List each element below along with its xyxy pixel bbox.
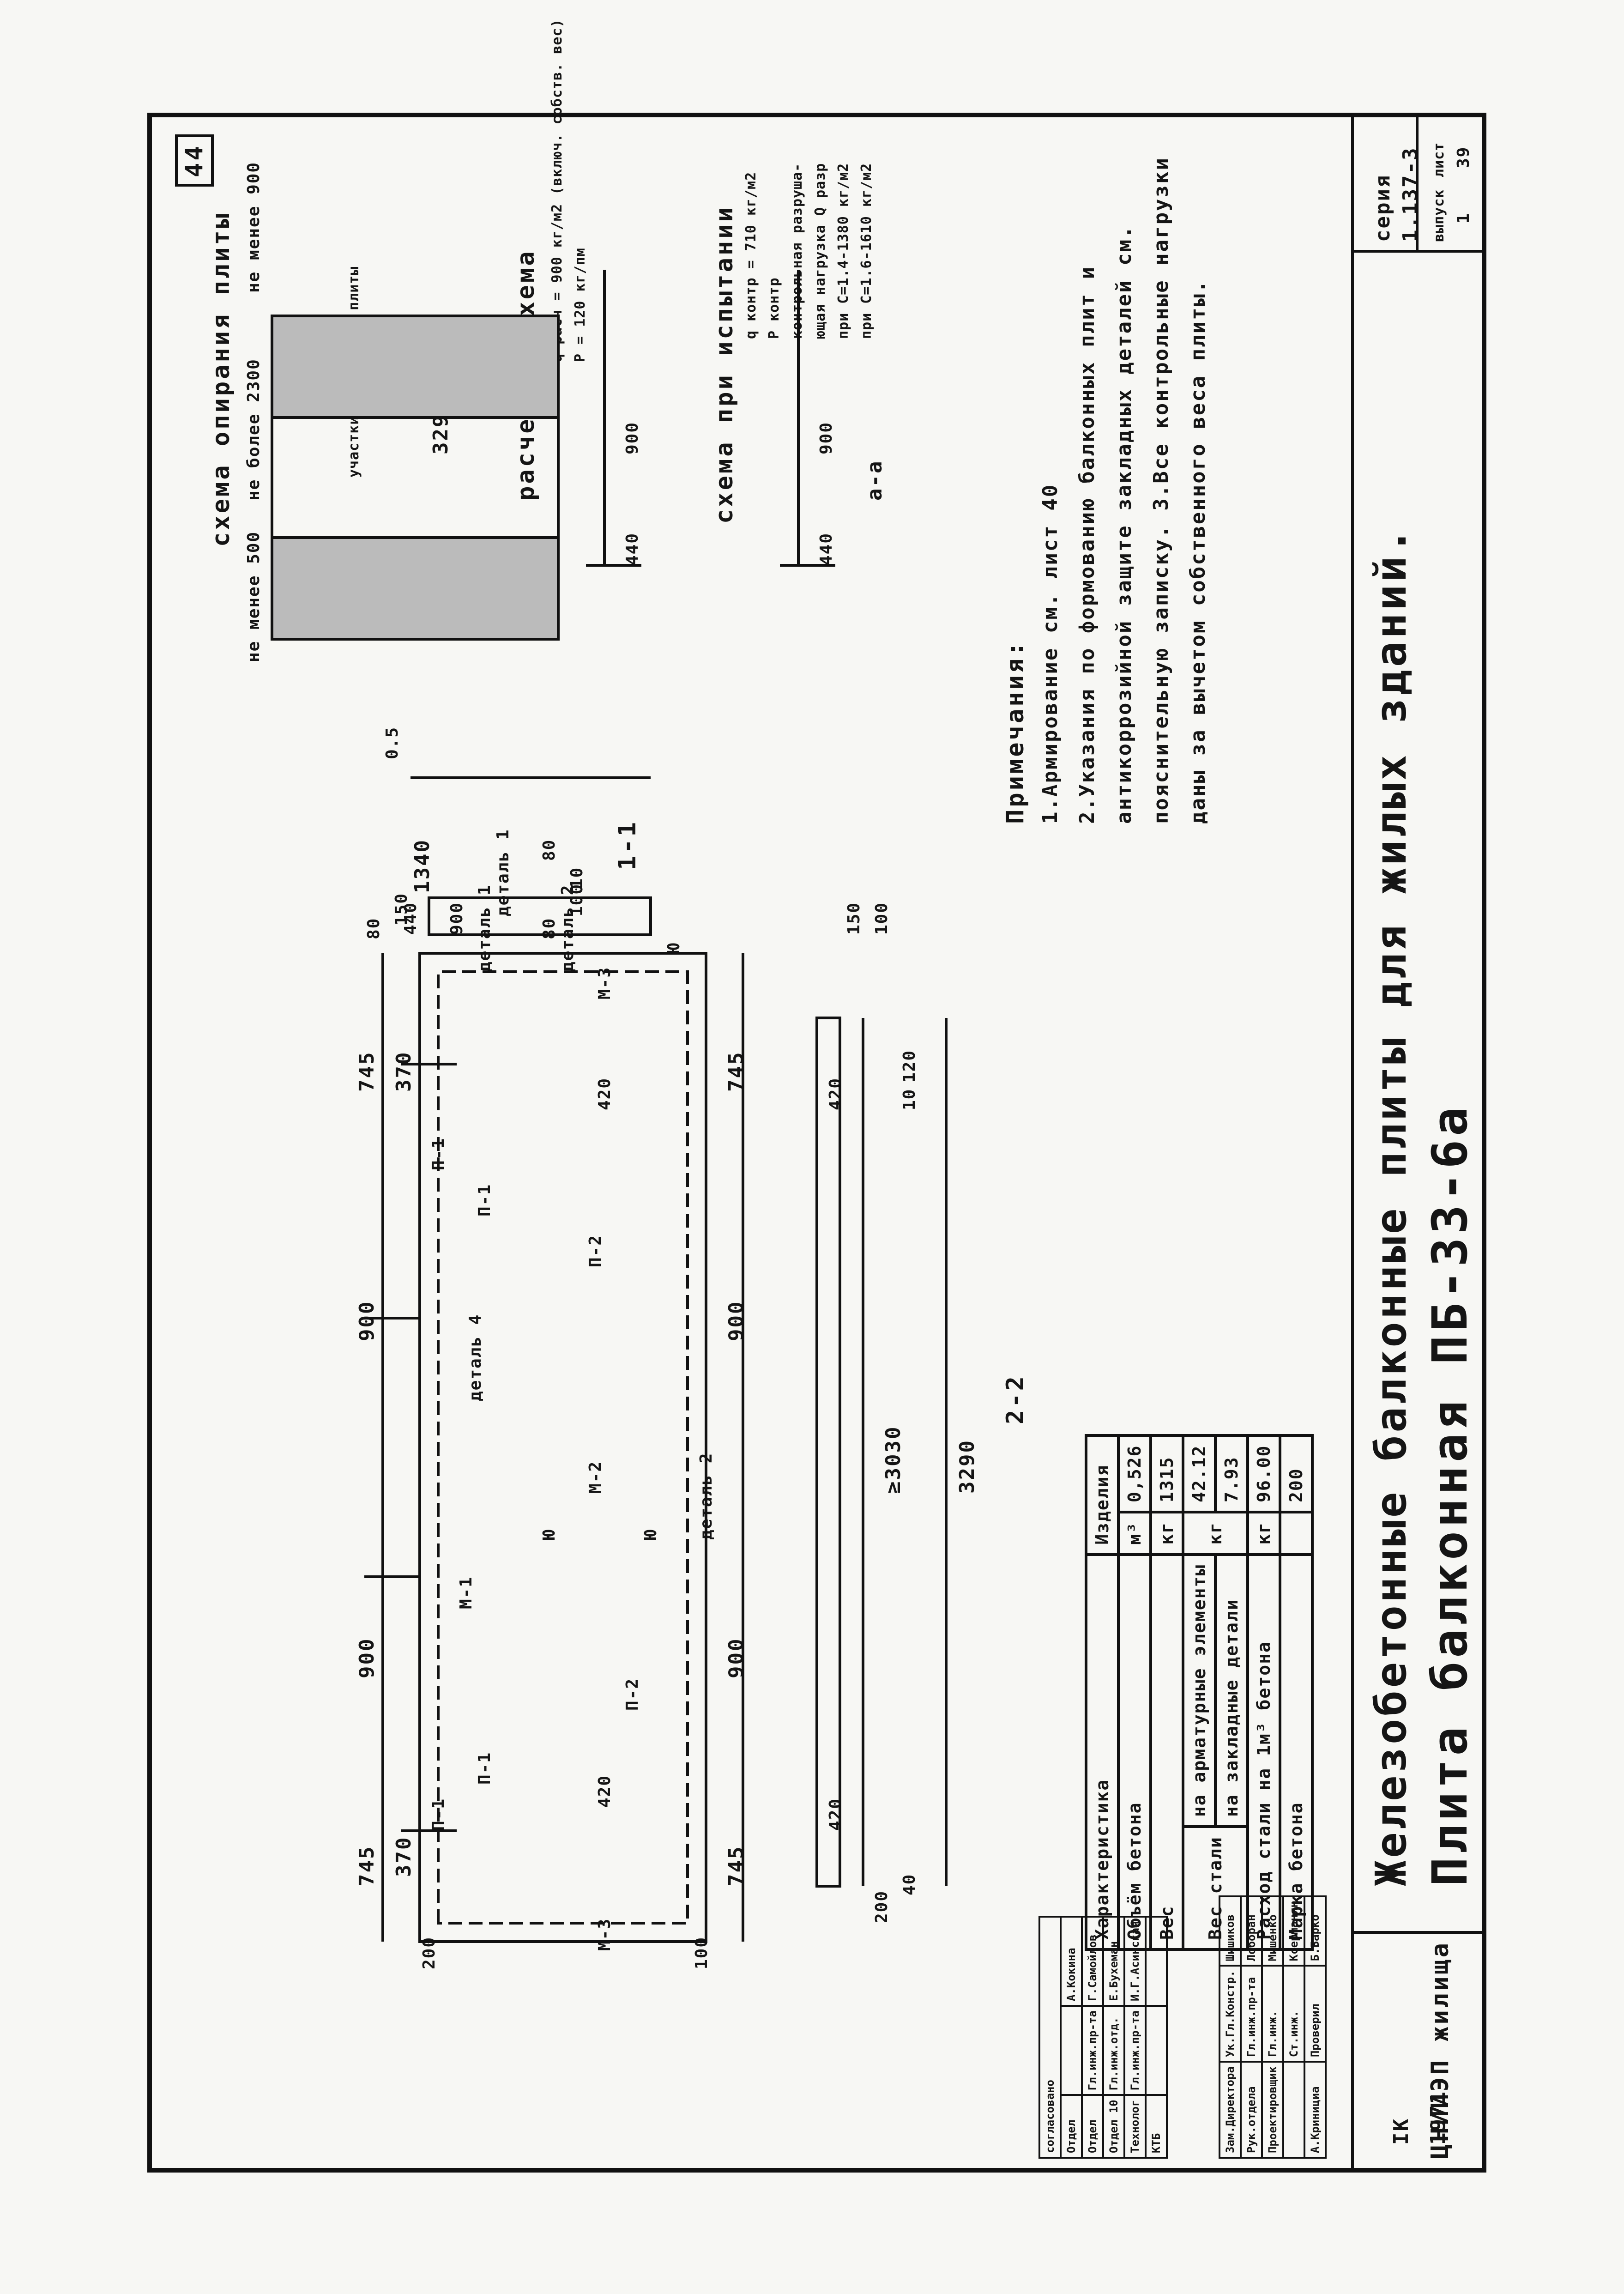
section-11-outline [427, 896, 652, 936]
rotated-drawing: 44 1971 IK Железобетонные балконные плит… [97, 18, 1528, 2209]
support-zone-left [270, 536, 560, 641]
support-zone-right [270, 314, 560, 419]
section-22-outline [815, 1016, 841, 1888]
plan-outline [418, 951, 707, 1943]
plan-rebar-outline [436, 970, 689, 1925]
linework [270, 117, 1482, 2168]
